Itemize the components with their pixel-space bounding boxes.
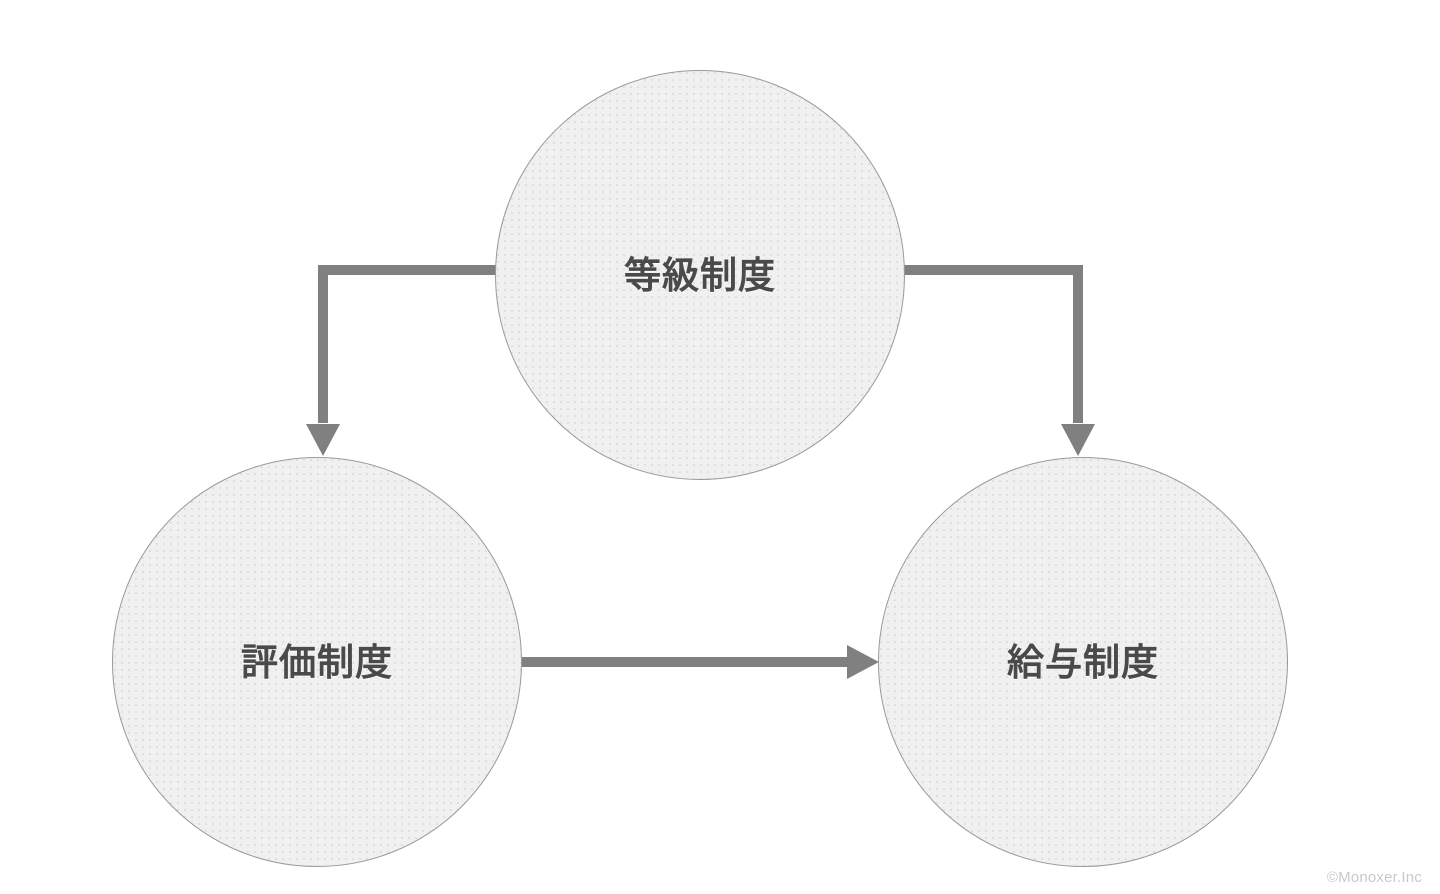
edge-grade-to-salary-line xyxy=(901,265,1083,423)
node-evaluation-system-label: 評価制度 xyxy=(241,641,393,683)
arrowhead-right xyxy=(847,645,879,679)
copyright-notice: ©Monoxer.Inc xyxy=(1326,869,1422,886)
edge-evaluation-to-salary xyxy=(522,645,879,679)
arrowhead-down-right xyxy=(1061,424,1095,456)
edge-grade-to-evaluation-line xyxy=(318,265,500,423)
node-grade-system[interactable]: 等級制度 xyxy=(495,70,905,480)
edge-grade-to-salary xyxy=(901,265,1095,456)
edge-grade-to-evaluation xyxy=(306,265,500,456)
arrowhead-down-left xyxy=(306,424,340,456)
node-salary-system[interactable]: 給与制度 xyxy=(878,457,1288,867)
node-salary-system-label: 給与制度 xyxy=(1007,641,1159,683)
node-grade-system-label: 等級制度 xyxy=(624,254,776,296)
node-evaluation-system[interactable]: 評価制度 xyxy=(112,457,522,867)
